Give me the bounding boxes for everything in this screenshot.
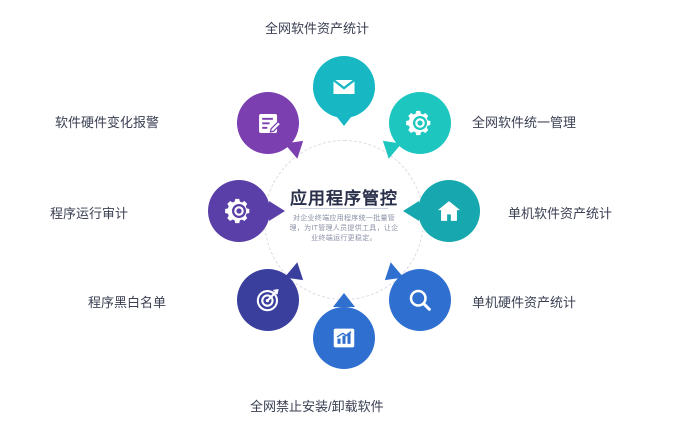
- node-top-tail: [333, 112, 355, 126]
- node-top-left-label: 软件硬件变化报警: [55, 115, 160, 130]
- gear-icon: [224, 196, 254, 226]
- center-description: 对企业终端应用程序统一批量管理，为IT管理人员提供工具，让企业终端运行更稳定。: [289, 215, 399, 242]
- search-icon: [406, 286, 434, 314]
- node-bottom-right[interactable]: [378, 262, 451, 331]
- node-left[interactable]: [208, 180, 285, 242]
- node-top-label: 全网软件资产统计: [265, 21, 370, 36]
- node-top-left[interactable]: [237, 92, 310, 159]
- node-bottom-left[interactable]: [237, 262, 310, 331]
- node-top[interactable]: [313, 56, 375, 126]
- node-bottom-left-label: 程序黑白名单: [88, 295, 167, 310]
- center-divider: [300, 208, 388, 209]
- center-title: 应用程序管控: [290, 189, 398, 208]
- form-edit-icon: [255, 110, 282, 137]
- node-bottom-tail: [333, 293, 355, 307]
- node-bottom-right-label: 单机硬件资产统计: [472, 295, 577, 310]
- gear-icon: [405, 108, 435, 138]
- node-right[interactable]: [403, 180, 480, 242]
- target-icon: [254, 286, 282, 314]
- envelope-icon: [330, 73, 358, 101]
- node-bottom[interactable]: [313, 293, 375, 369]
- node-right-tail: [403, 201, 419, 221]
- node-right-label: 单机软件资产统计: [508, 206, 613, 221]
- center-ring: [264, 140, 424, 300]
- node-top-right-label: 全网软件统一管理: [472, 115, 577, 130]
- node-left-label: 程序运行审计: [50, 206, 129, 221]
- home-icon: [435, 197, 463, 225]
- node-left-tail: [269, 201, 285, 221]
- node-bottom-label: 全网禁止安装/卸载软件: [250, 399, 384, 414]
- node-top-right[interactable]: [376, 92, 451, 159]
- bar-chart-icon: [330, 324, 358, 352]
